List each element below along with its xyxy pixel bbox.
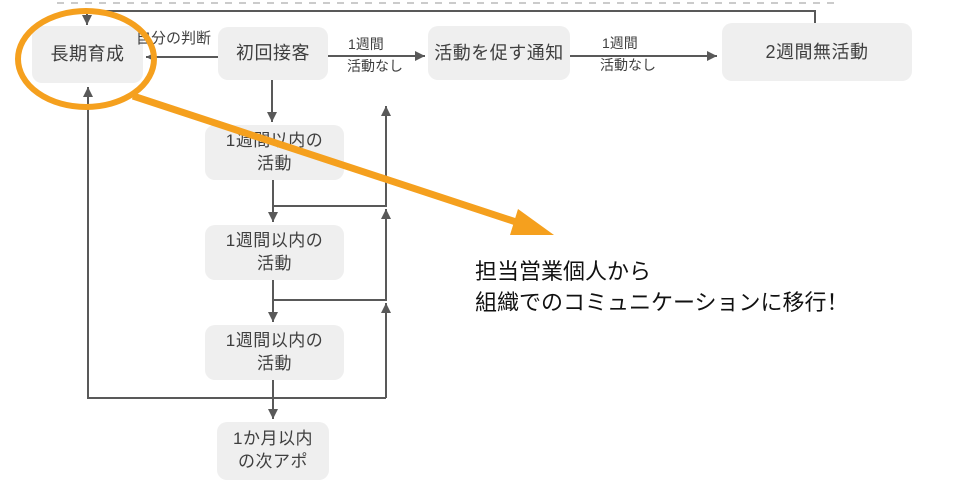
node-first-contact: 初回接客 xyxy=(218,27,328,80)
edge-label-no-activity-1-bottom: 活動なし xyxy=(347,58,403,74)
node-two-weeks-inactive: 2週間無活動 xyxy=(722,23,912,81)
node-activity-week-2: 1週間以内の 活動 xyxy=(205,225,344,280)
edge-label-no-activity-1-top: 1週間 xyxy=(348,36,384,52)
annotation-text: 担当営業個人から 組織でのコミュニケーションに移行！ xyxy=(475,259,849,315)
node-next-appointment: 1か月以内 の次アポ xyxy=(217,422,329,480)
callout-arrow-head xyxy=(510,209,554,235)
node-long-term: 長期育成 xyxy=(32,26,143,83)
node-activity-week-3: 1週間以内の 活動 xyxy=(205,325,344,380)
edge-label-no-activity-2-bottom: 活動なし xyxy=(600,57,656,73)
edge-label-self-judgment: 自分の判断 xyxy=(136,30,212,47)
node-activity-week-1: 1週間以内の 活動 xyxy=(205,125,344,180)
node-activity-notification: 活動を促す通知 xyxy=(428,26,570,80)
edge-two-weeks-to-long-term xyxy=(82,10,816,25)
edge-label-no-activity-2-top: 1週間 xyxy=(602,35,638,51)
